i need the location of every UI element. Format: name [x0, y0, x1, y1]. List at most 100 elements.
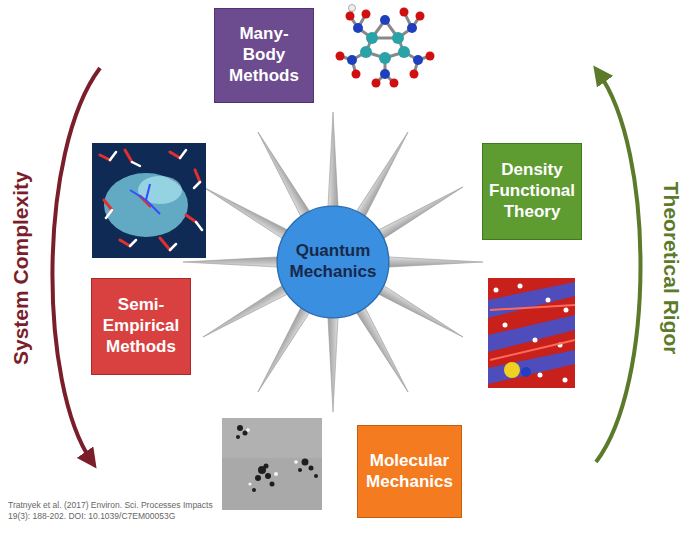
surface-picture — [488, 350, 575, 384]
microscopy-picture — [302, 459, 309, 466]
surface-picture — [546, 298, 551, 303]
microscopy-picture — [222, 418, 322, 458]
node-text: Density Functional Theory — [489, 160, 575, 222]
water-cluster-picture — [104, 173, 188, 237]
molecule-picture — [390, 79, 399, 88]
microscopy-picture — [309, 466, 314, 471]
node-text: Molecular Mechanics — [364, 451, 455, 492]
surface-picture — [490, 305, 575, 310]
microscopy-picture — [248, 482, 251, 485]
molecule-picture — [340, 8, 430, 83]
microscopy-picture — [252, 488, 256, 492]
microscopy-picture — [246, 428, 250, 432]
surface-picture — [503, 323, 508, 328]
microscopy-picture — [222, 418, 322, 510]
molecule-picture — [360, 46, 372, 58]
molecule-picture — [392, 32, 404, 44]
microscopy-picture — [265, 473, 271, 479]
molecule-picture — [413, 55, 423, 65]
molecule-picture — [416, 12, 425, 21]
water-cluster-picture — [110, 152, 116, 160]
water-cluster-picture — [120, 240, 130, 246]
molecule-picture — [362, 10, 371, 19]
microscopy-picture — [246, 428, 298, 485]
water-cluster-picture — [130, 240, 136, 246]
water-cluster-picture — [132, 162, 140, 166]
molecule-picture — [426, 52, 435, 61]
surface-picture — [490, 305, 575, 360]
molecule-picture — [379, 52, 391, 64]
surface-picture — [521, 367, 531, 377]
molecule-picture — [380, 69, 390, 79]
surface-picture — [488, 278, 575, 388]
surface-picture — [564, 308, 569, 313]
water-cluster-picture — [146, 200, 160, 214]
molecule-picture — [410, 70, 419, 79]
surface-picture — [494, 284, 569, 383]
surface-picture — [563, 378, 568, 383]
molecule-picture — [398, 46, 410, 58]
water-cluster-picture — [196, 222, 202, 230]
node-text: Quantum Mechanics — [288, 241, 378, 282]
complexity-arrow — [52, 68, 100, 462]
molecule-picture — [380, 15, 390, 25]
surface-picture — [538, 373, 543, 378]
microscopy-picture — [264, 464, 269, 469]
water-cluster-picture — [170, 244, 176, 250]
molecule-picture — [353, 23, 363, 33]
molecule-picture — [336, 5, 435, 88]
method-box: Molecular Mechanics — [357, 425, 462, 518]
water-cluster-picture — [130, 190, 146, 200]
water-cluster-picture — [92, 143, 206, 258]
microscopy-picture — [222, 418, 322, 510]
axis-label: Theoretical Rigor — [658, 182, 684, 355]
water-cluster-picture — [92, 143, 206, 258]
water-cluster-picture — [100, 155, 110, 160]
center-circle: Quantum Mechanics — [276, 205, 390, 319]
surface-picture — [533, 338, 538, 343]
microscopy-picture — [314, 474, 318, 478]
microscopy-picture — [237, 425, 243, 431]
circle-outline — [277, 206, 389, 318]
molecule-picture — [360, 32, 410, 64]
surface-picture — [488, 282, 575, 318]
water-cluster-picture — [170, 152, 180, 158]
microscopy-picture — [236, 425, 318, 492]
water-cluster-picture — [195, 170, 200, 182]
water-cluster-picture — [186, 215, 196, 222]
surface-picture — [490, 340, 575, 360]
microscopy-picture — [255, 475, 261, 481]
molecule-picture — [407, 23, 417, 33]
water-cluster-picture — [104, 200, 112, 210]
axis-label: System Complexity — [8, 171, 34, 365]
microscopy-picture — [274, 472, 278, 476]
surface-picture — [488, 278, 575, 388]
molecule-picture — [347, 55, 357, 65]
molecule-picture — [336, 8, 435, 88]
water-cluster-picture — [146, 184, 150, 200]
molecule-picture — [352, 70, 361, 79]
microscopy-picture — [270, 482, 275, 487]
water-cluster-picture — [130, 184, 160, 214]
rigor-arrow — [596, 72, 641, 462]
node-text: Many-Body Methods — [221, 24, 307, 86]
method-box: Semi-Empirical Methods — [91, 278, 191, 375]
molecule-picture — [349, 5, 356, 12]
water-cluster-picture — [106, 150, 202, 250]
water-cluster-picture — [180, 150, 186, 158]
molecule-picture — [346, 12, 355, 21]
surface-picture — [504, 362, 520, 378]
node-text: Semi-Empirical Methods — [98, 295, 184, 357]
method-box: Density Functional Theory — [482, 143, 582, 240]
molecule-picture — [366, 32, 378, 44]
molecule-picture — [347, 15, 423, 79]
water-cluster-picture — [100, 150, 200, 250]
microscopy-picture — [298, 468, 302, 472]
citation-note: Tratnyek et al. (2017) Environ. Sci. Pro… — [8, 500, 230, 521]
surface-picture — [518, 284, 523, 289]
water-cluster-picture — [194, 182, 200, 188]
microscopy-picture — [294, 460, 298, 464]
molecule-picture — [336, 52, 345, 61]
water-cluster-picture — [160, 238, 170, 250]
